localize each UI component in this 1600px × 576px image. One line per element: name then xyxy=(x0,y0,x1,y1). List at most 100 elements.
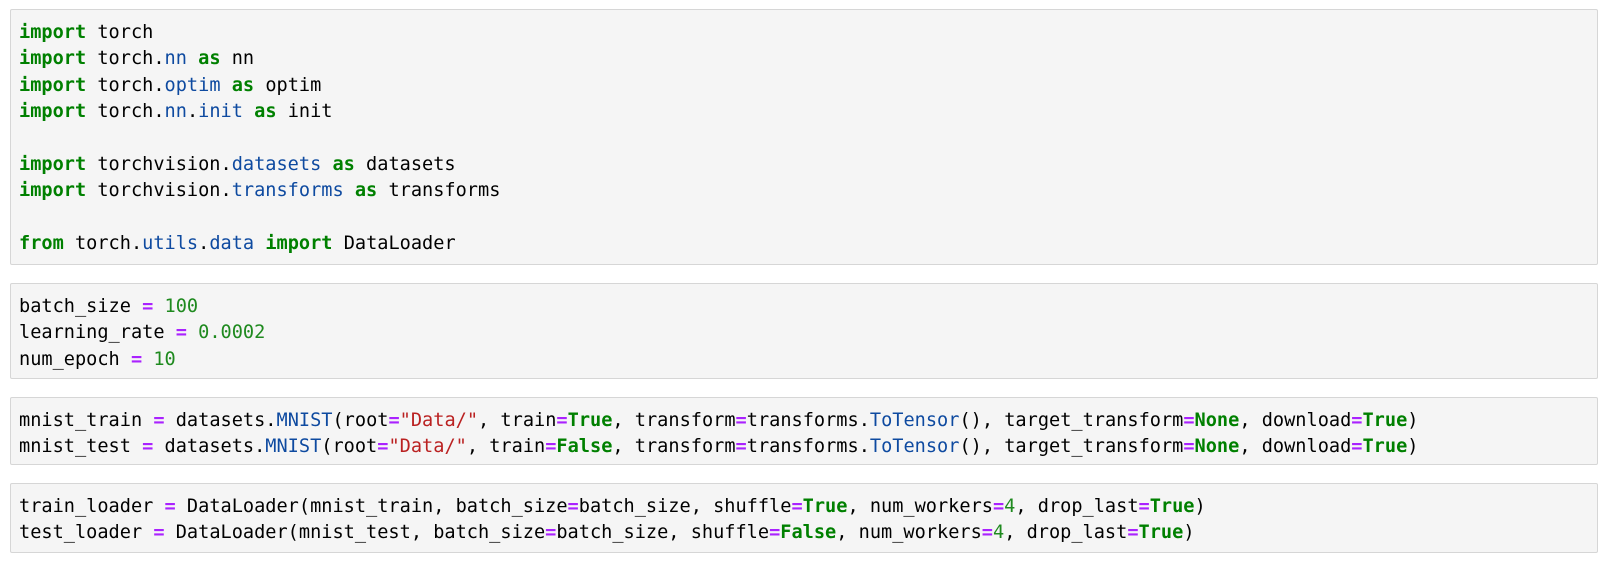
code-token-number: 4 xyxy=(1004,496,1016,517)
code-token-text: , train xyxy=(478,410,557,431)
code-token-operator: = xyxy=(1183,410,1195,431)
code-token-text: DataLoader xyxy=(332,233,456,255)
code-line: import torch.optim as optim xyxy=(19,73,500,99)
code-token-text: . xyxy=(198,233,210,255)
code-token-text: learning_rate xyxy=(19,322,176,344)
code-token-operator: = xyxy=(388,410,400,431)
code-token-text: optim xyxy=(254,74,322,96)
code-token-constant: True xyxy=(1362,410,1408,431)
code-token-text: , download xyxy=(1239,436,1352,458)
code-token-text: datasets xyxy=(354,153,456,175)
code-token-operator: = xyxy=(735,410,747,431)
code-token-module: MNIST xyxy=(265,436,322,458)
code-line: import torchvision.transforms as transfo… xyxy=(19,178,500,204)
code-editor[interactable]: mnist_train = datasets.MNIST(root="Data/… xyxy=(19,408,1418,461)
code-token-text: transforms xyxy=(377,180,501,202)
code-token-module: transforms xyxy=(231,180,344,202)
code-token-text: ) xyxy=(1194,496,1206,517)
code-token-text: (), target_transform xyxy=(959,410,1184,431)
code-token-text: (), target_transform xyxy=(959,436,1184,458)
code-token-number: 100 xyxy=(164,296,199,317)
code-token-number: 10 xyxy=(153,348,176,370)
code-token-text: batch_size, shuffle xyxy=(578,496,792,517)
code-token-operator: = xyxy=(1351,436,1363,458)
code-line: import torch xyxy=(19,20,500,46)
code-token-text xyxy=(344,180,355,201)
code-token-text: DataLoader(mnist_test, batch_size xyxy=(164,522,546,544)
code-token-module: nn xyxy=(164,48,187,70)
code-token-keyword: import xyxy=(19,153,87,175)
code-token-text: mnist_test xyxy=(19,436,143,458)
code-token-text xyxy=(221,75,232,96)
code-token-text: datasets. xyxy=(153,436,266,458)
code-token-operator: = xyxy=(142,436,154,458)
code-token-module: datasets xyxy=(231,153,322,175)
code-token-text: torchvision. xyxy=(86,180,232,202)
code-token-text: , transform xyxy=(612,436,736,458)
code-token-text: torch. xyxy=(86,74,165,96)
code-token-keyword: as xyxy=(254,101,277,123)
code-token-constant: None xyxy=(1194,410,1240,431)
code-token-keyword: import xyxy=(19,74,87,96)
code-token-text: torch. xyxy=(86,101,165,123)
code-token-operator: = xyxy=(142,296,154,317)
code-line: train_loader = DataLoader(mnist_train, b… xyxy=(19,494,1206,520)
code-token-text: . xyxy=(186,101,199,123)
code-line: import torch.nn as nn xyxy=(19,46,500,72)
code-token-text: batch_size, shuffle xyxy=(556,522,770,544)
code-token-keyword: import xyxy=(19,22,87,43)
code-token-text: ) xyxy=(1407,410,1419,431)
code-token-number: 0.0002 xyxy=(198,322,266,344)
code-token-keyword: import xyxy=(19,101,87,123)
code-token-operator: = xyxy=(1127,522,1139,544)
code-line: import torch.nn.init as init xyxy=(19,99,500,125)
code-token-text: ) xyxy=(1407,436,1419,458)
code-token-text: , num_workers xyxy=(847,496,993,517)
code-token-text xyxy=(321,154,332,175)
code-token-text: (root xyxy=(332,410,389,431)
code-token-operator: = xyxy=(567,496,579,517)
code-token-text xyxy=(187,48,198,69)
code-token-keyword: as xyxy=(332,153,355,175)
code-token-text: , drop_last xyxy=(1015,496,1139,517)
code-token-operator: = xyxy=(992,496,1005,517)
code-token-operator: = xyxy=(164,496,176,517)
code-editor[interactable]: train_loader = DataLoader(mnist_train, b… xyxy=(19,494,1206,547)
code-token-constant: True xyxy=(1138,522,1184,544)
code-token-text xyxy=(187,322,198,343)
code-line xyxy=(19,205,500,231)
code-line: batch_size = 100 xyxy=(19,294,265,320)
code-token-text: , num_workers xyxy=(836,522,982,544)
code-token-operator: = xyxy=(735,436,747,458)
code-token-operator: = xyxy=(545,436,557,458)
code-token-text: mnist_train xyxy=(19,410,154,431)
code-cell-dataloaders[interactable]: train_loader = DataLoader(mnist_train, b… xyxy=(10,483,1598,553)
code-token-text: ) xyxy=(1183,522,1195,544)
code-token-text: DataLoader(mnist_train, batch_size xyxy=(175,496,568,517)
code-token-keyword: as xyxy=(198,48,221,70)
code-cell-datasets[interactable]: mnist_train = datasets.MNIST(root="Data/… xyxy=(10,397,1598,465)
code-token-module: optim xyxy=(164,74,221,96)
code-token-text: torch. xyxy=(63,233,143,255)
code-token-constant: True xyxy=(1149,496,1195,517)
code-token-operator: = xyxy=(175,322,187,344)
code-token-string: "Data/" xyxy=(388,436,467,458)
code-line: test_loader = DataLoader(mnist_test, bat… xyxy=(19,520,1206,546)
code-token-text: nn xyxy=(220,48,255,70)
code-token-module: MNIST xyxy=(276,410,333,431)
code-line: num_epoch = 10 xyxy=(19,347,265,373)
code-token-text: datasets. xyxy=(164,410,277,431)
code-token-text: transforms. xyxy=(746,436,870,458)
code-token-constant: True xyxy=(802,496,848,517)
code-token-constant: True xyxy=(1362,436,1408,458)
code-token-module: ToTensor xyxy=(869,436,960,458)
code-token-text: init xyxy=(276,101,333,123)
code-token-keyword: as xyxy=(231,74,255,96)
code-token-keyword: from xyxy=(19,233,64,255)
code-token-operator: = xyxy=(1351,410,1363,431)
code-token-operator: = xyxy=(153,410,165,431)
